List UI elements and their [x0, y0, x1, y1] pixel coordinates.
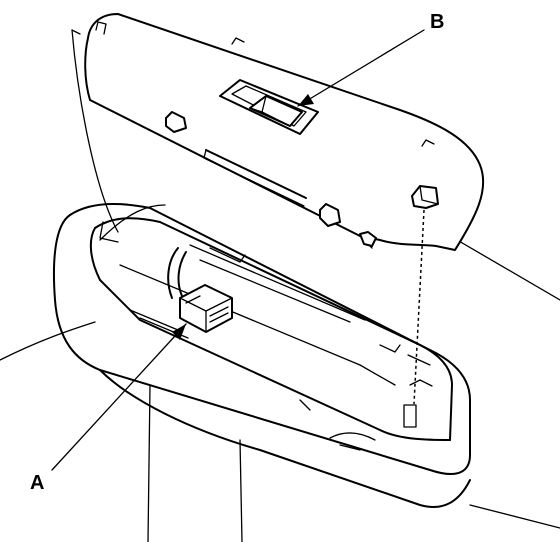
- door-panel-background: [0, 204, 560, 542]
- connector-a: [167, 247, 233, 333]
- hook-alignment-line: [71, 29, 119, 233]
- callout-a: A: [30, 323, 187, 494]
- alignment-guides: [71, 29, 425, 405]
- leader-line-b: [297, 29, 425, 107]
- switch-panel: [84, 13, 485, 251]
- arrowhead-a: [172, 324, 186, 340]
- label-b: B: [430, 11, 444, 33]
- tab-alignment-dashed-line: [413, 209, 425, 405]
- label-a: A: [30, 472, 44, 494]
- arrowhead-b: [298, 94, 314, 106]
- armrest-body: [52, 203, 471, 508]
- callout-b: B: [297, 11, 444, 107]
- leader-line-a: [51, 323, 187, 471]
